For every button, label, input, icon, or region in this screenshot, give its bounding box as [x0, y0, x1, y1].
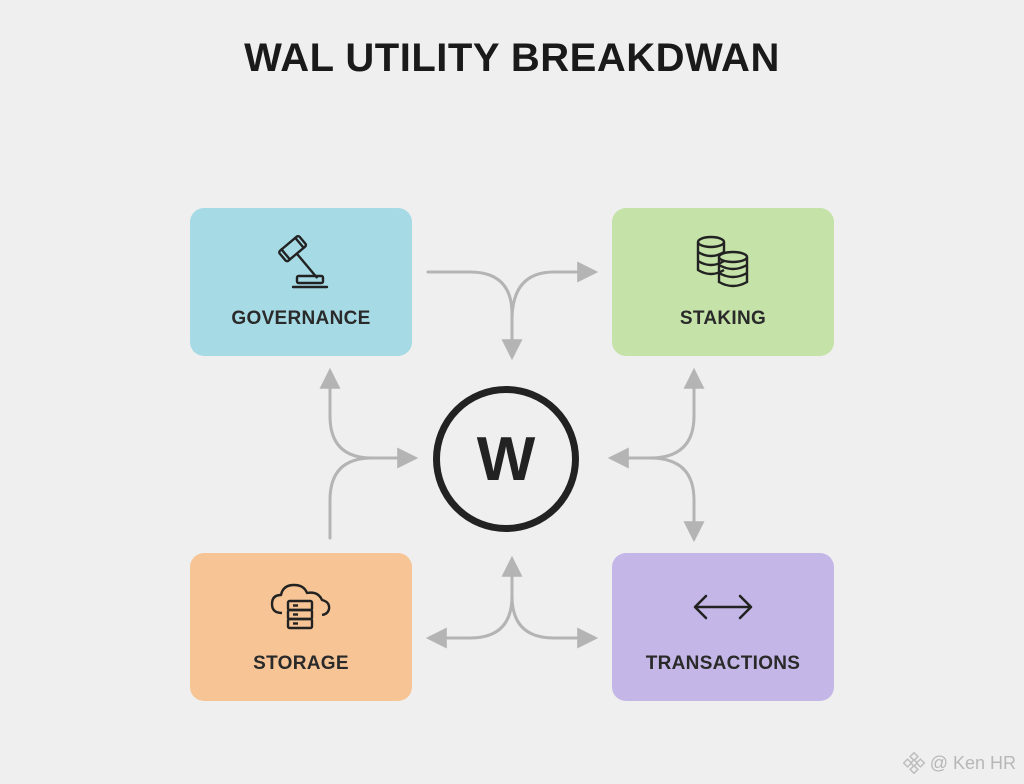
storage-card[interactable]: STORAGE: [190, 553, 412, 701]
staking-card[interactable]: STAKING: [612, 208, 834, 356]
connector-top-right: [510, 261, 599, 322]
connector-left-up: [328, 447, 419, 540]
governance-card[interactable]: GOVERNANCE: [190, 208, 412, 356]
connector-bottom-right: [510, 594, 599, 649]
connector-bottom-left: [425, 555, 523, 649]
transactions-card[interactable]: TRANSACTIONS: [612, 553, 834, 701]
coin-stack-icon: [612, 232, 834, 292]
connector-left-branch: [319, 367, 374, 460]
bidirectional-arrow-icon: [612, 577, 834, 637]
connector-right-up: [607, 367, 705, 469]
diagram-title: WAL UTILITY BREAKDWAN: [244, 36, 780, 80]
wal-logo-letter: W: [476, 425, 536, 494]
governance-label: GOVERNANCE: [231, 308, 371, 329]
storage-label: STORAGE: [253, 653, 349, 674]
watermark: @ Ken HR: [902, 752, 1016, 774]
binance-logo-icon: [902, 752, 925, 774]
gavel-icon: [190, 232, 412, 292]
staking-label: STAKING: [679, 308, 767, 329]
cloud-server-icon: [190, 577, 412, 637]
connector-top-left: [426, 270, 523, 361]
wal-logo-circle: W: [433, 386, 579, 532]
transactions-label: TRANSACTIONS: [645, 653, 801, 674]
connector-right-down: [648, 456, 705, 543]
watermark-text: @ Ken HR: [929, 752, 1016, 773]
